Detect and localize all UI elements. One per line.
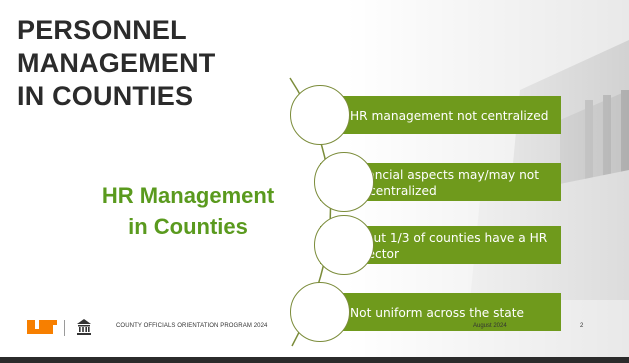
list-item-label-3: About 1/3 of counties have a HR Director bbox=[350, 231, 548, 261]
center-label-line-1: HR Management bbox=[101, 183, 275, 208]
list-item-label-2: Financial aspects may/may not be central… bbox=[350, 168, 540, 198]
list-item-bar-1: HR management not centralized bbox=[320, 96, 561, 134]
center-label: HR Management in Counties bbox=[68, 180, 308, 242]
footer-program: COUNTY OFFICIALS ORIENTATION PROGRAM 202… bbox=[116, 323, 268, 329]
center-label-line-2: in Counties bbox=[128, 214, 248, 239]
list-item-label-4: Not uniform across the state bbox=[350, 306, 525, 320]
footer-page-number: 2 bbox=[580, 323, 584, 329]
list-item-node-2 bbox=[314, 152, 374, 212]
footer-logo-divider bbox=[64, 320, 65, 336]
ctas-building-icon bbox=[77, 319, 91, 335]
list-item-node-4 bbox=[290, 282, 350, 342]
footer-date: August 2024 bbox=[473, 323, 507, 329]
slide-title-line-1: PERSONNEL MANAGEMENT bbox=[17, 15, 216, 78]
slide-bottom-border bbox=[0, 357, 629, 363]
list-item-bar-4: Not uniform across the state bbox=[320, 293, 561, 331]
slide-title-line-2: IN COUNTIES bbox=[17, 81, 194, 111]
list-item-node-3 bbox=[314, 215, 374, 275]
list-item-node-1 bbox=[290, 85, 350, 145]
slide-title: PERSONNEL MANAGEMENT IN COUNTIES bbox=[17, 14, 347, 113]
ut-logo-icon bbox=[27, 320, 57, 334]
list-item-label-1: HR management not centralized bbox=[350, 109, 549, 123]
